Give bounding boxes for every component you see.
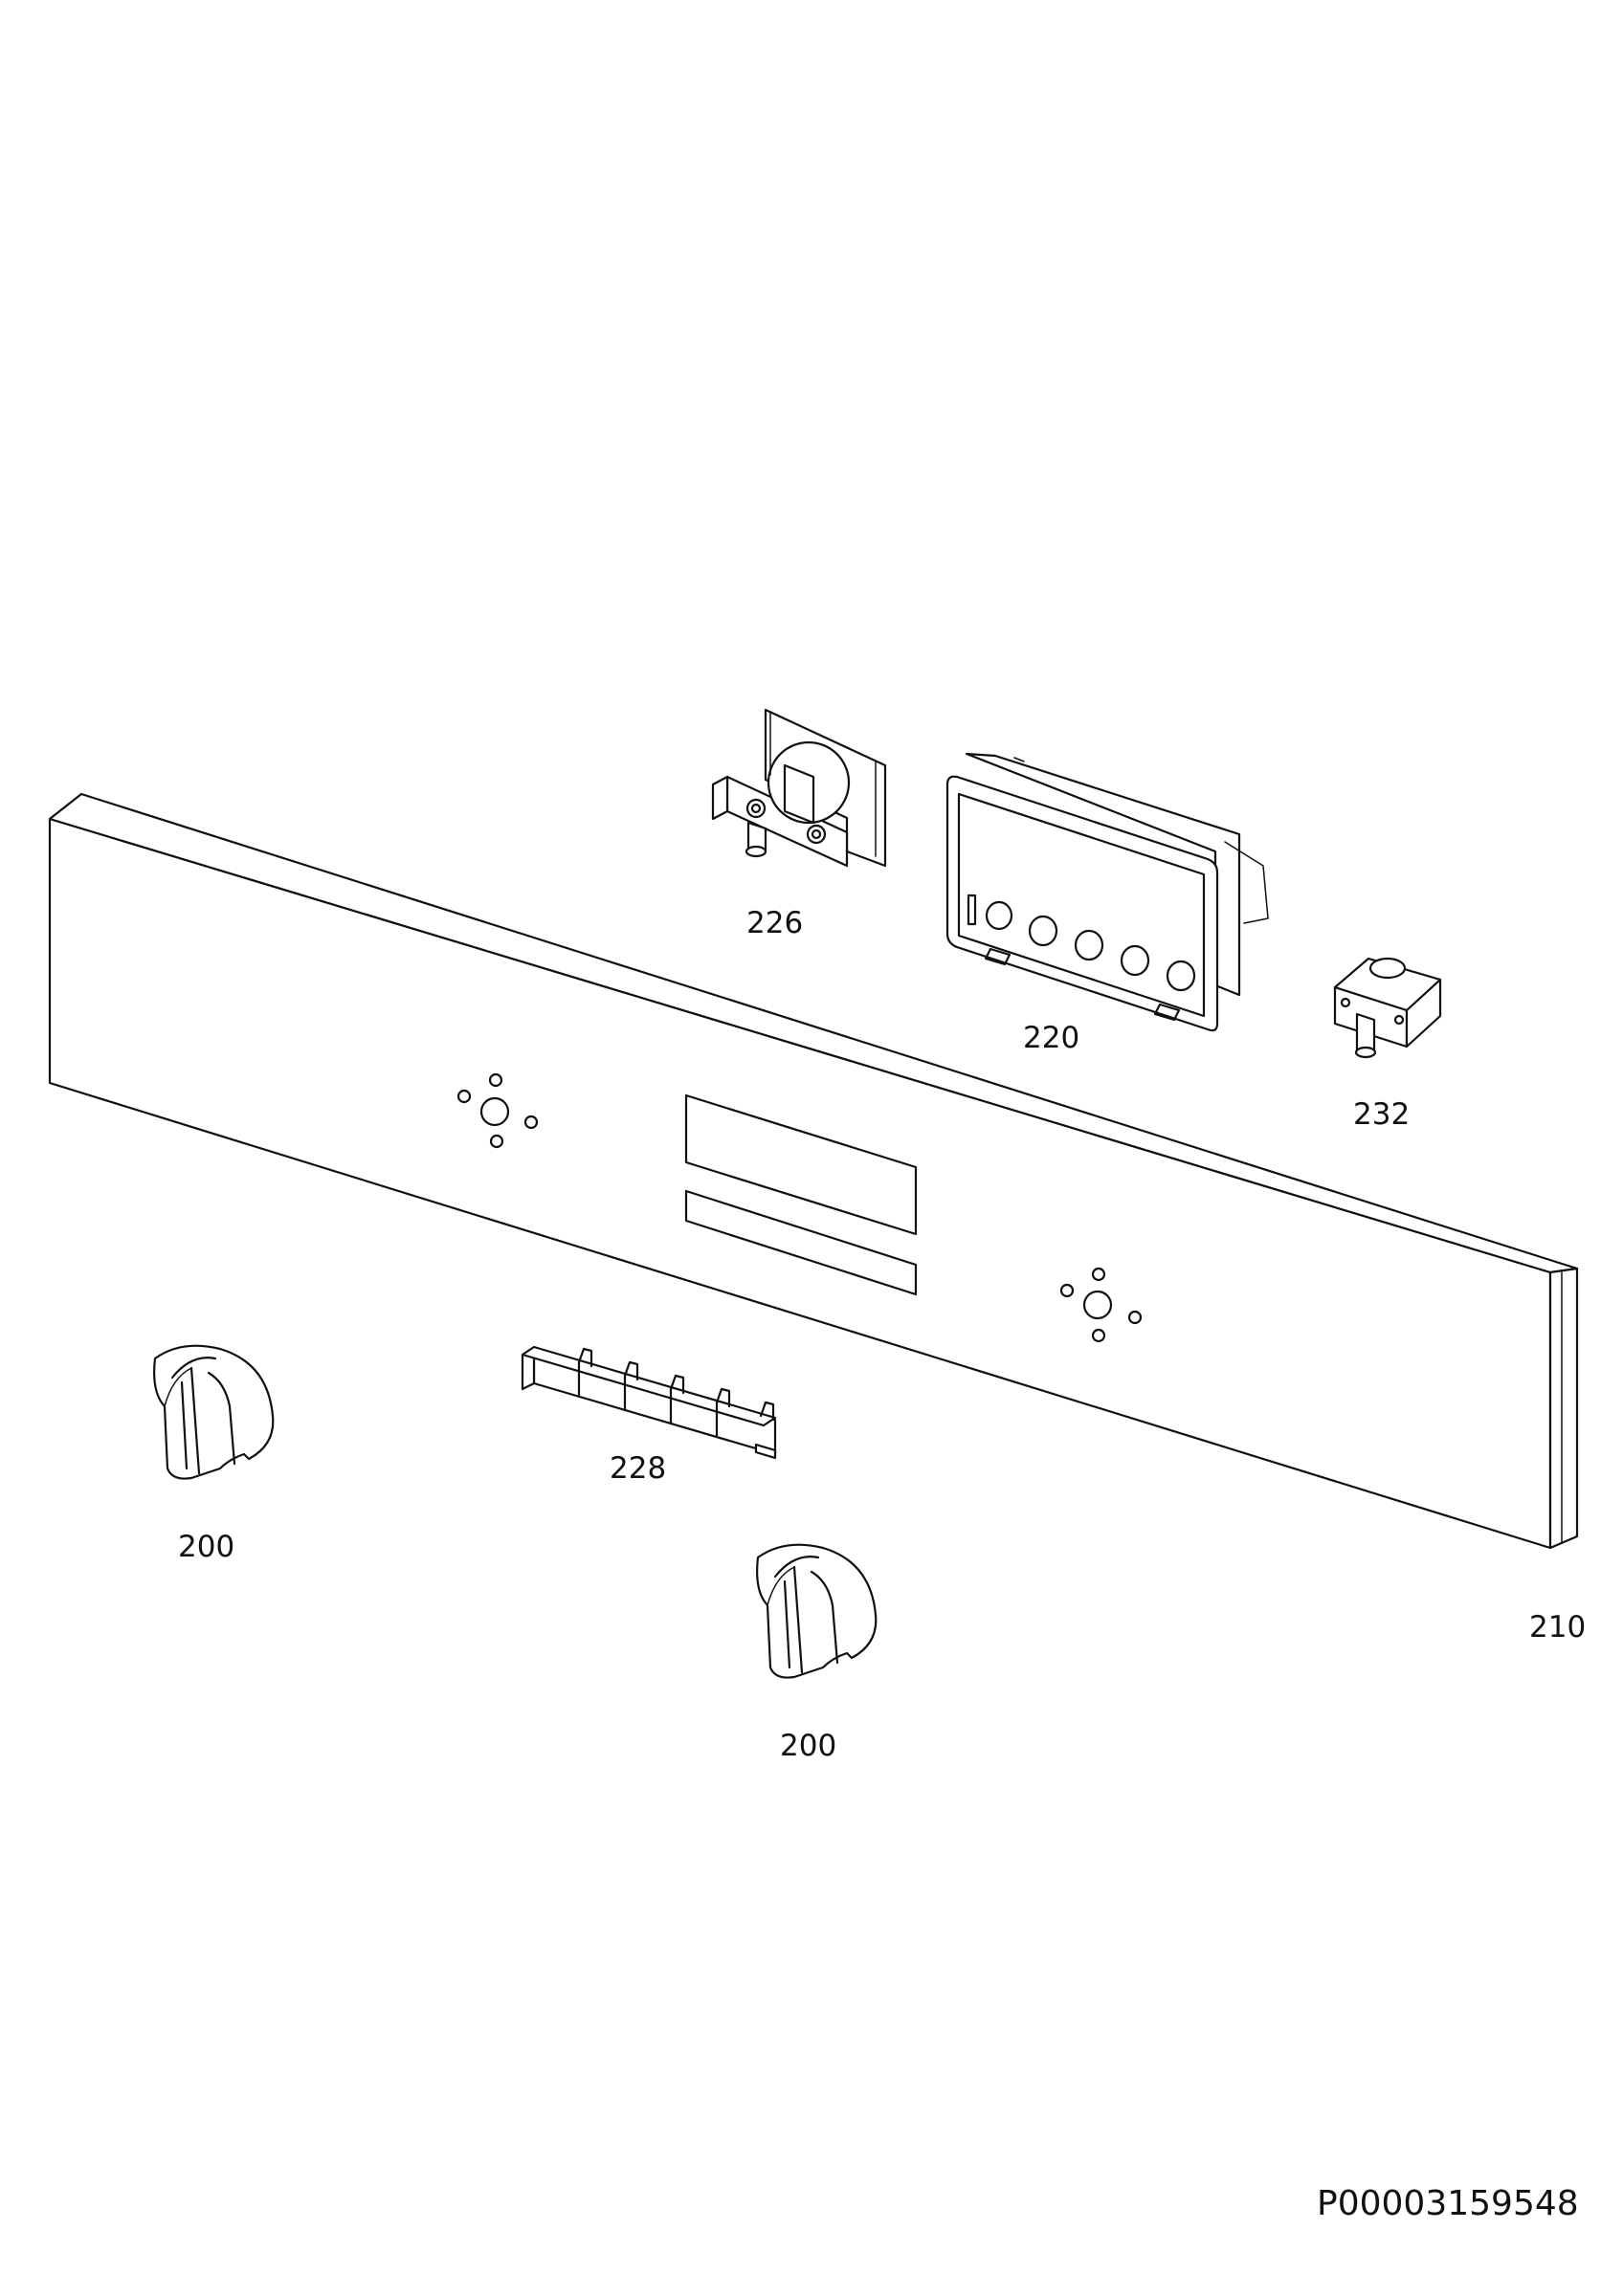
label-display-module: 220 — [1023, 1021, 1080, 1055]
knob-center-drawing — [756, 1543, 878, 1679]
control-panel-drawing — [48, 792, 1579, 1550]
label-knob-center: 200 — [780, 1729, 837, 1763]
selector-switch-drawing — [711, 708, 887, 868]
label-control-panel: 210 — [1529, 1610, 1587, 1645]
label-knob-left: 200 — [178, 1530, 235, 1564]
push-button-strip-drawing — [521, 1345, 777, 1460]
display-module-drawing — [945, 752, 1269, 1032]
label-rotary-switch: 232 — [1353, 1097, 1411, 1132]
knob-left-drawing — [153, 1344, 275, 1480]
label-push-button-strip: 228 — [610, 1451, 667, 1486]
document-id: P00003159548 — [1317, 2184, 1579, 2223]
rotary-switch-drawing — [1333, 957, 1442, 1059]
label-selector-switch: 226 — [746, 906, 804, 940]
